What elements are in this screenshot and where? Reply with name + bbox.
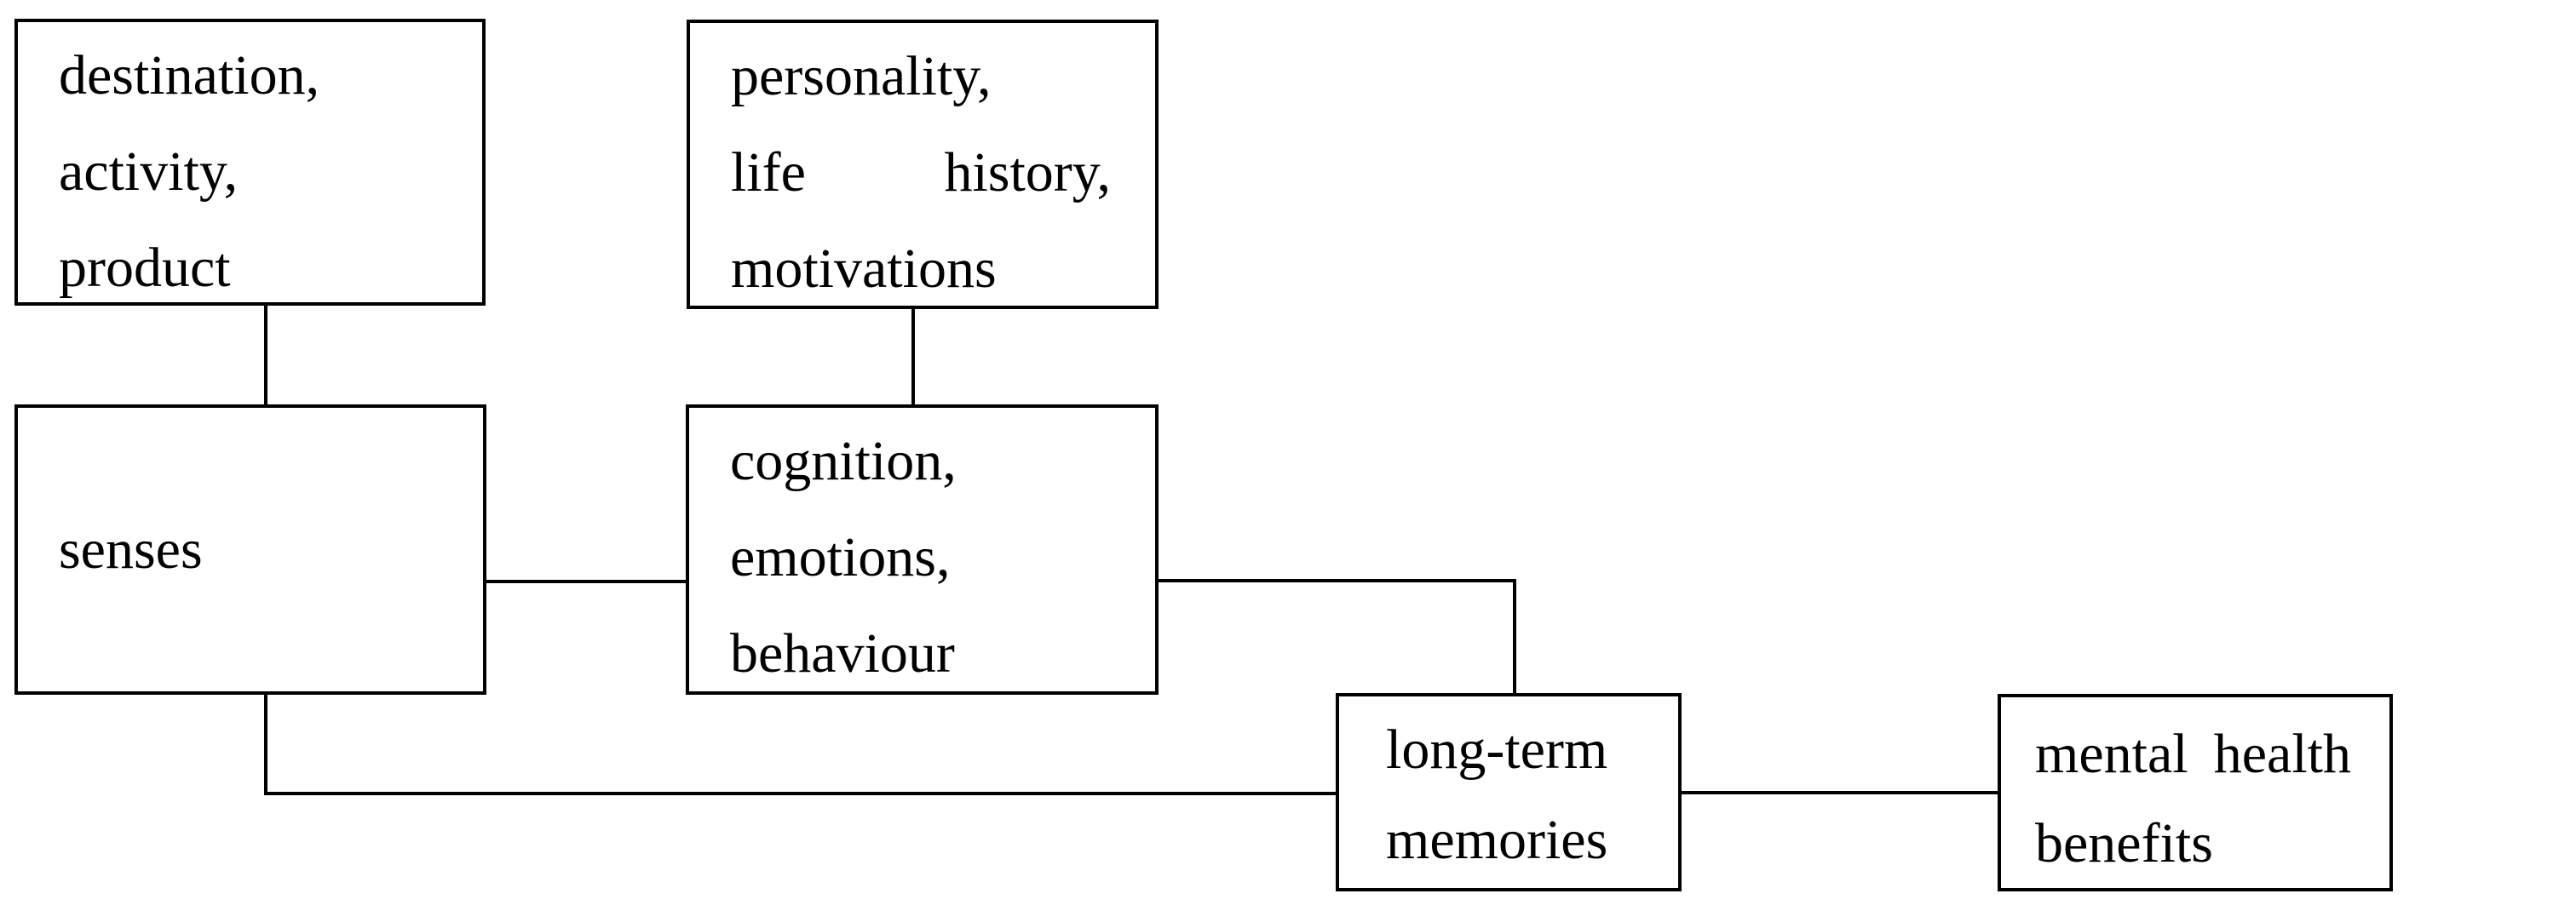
connector-senses-to-cognition	[486, 580, 687, 583]
node-text-line: behaviour	[730, 622, 955, 685]
node-text-line: senses	[59, 519, 203, 581]
node-text-line: life history,	[731, 124, 1111, 221]
node-text-line: emotions,	[730, 526, 951, 588]
node-text-word: life	[731, 141, 806, 203]
connector-longterm-to-mental	[1679, 791, 1999, 794]
node-text-line: personality,	[731, 45, 992, 107]
connector-cognition-to-longterm-vertical	[1513, 579, 1516, 695]
node-mental-health-benefits: mental health benefits	[1998, 694, 2393, 891]
node-personality-life-history-motivations: personality, life history, motivations	[687, 20, 1159, 309]
node-senses: senses	[14, 404, 486, 695]
node-cognition-emotions-behaviour: cognition, emotions, behaviour	[686, 404, 1159, 695]
connector-senses-to-longterm-vertical	[264, 693, 267, 795]
node-text-line: benefits	[2035, 812, 2213, 874]
node-text-line: destination,	[59, 44, 320, 106]
node-text-line: cognition,	[730, 430, 957, 492]
node-text-word: mental	[2035, 723, 2188, 785]
node-destination-activity-product: destination, activity, product	[14, 19, 486, 306]
node-text-line: activity,	[59, 140, 239, 203]
connector-destination-to-senses	[264, 306, 267, 406]
node-text-word: history,	[944, 141, 1111, 203]
node-text-line: motivations	[731, 238, 997, 300]
node-text-line: mental health	[2035, 709, 2351, 799]
connector-personality-to-cognition	[911, 307, 915, 406]
node-long-term-memories: long-term memories	[1336, 693, 1682, 891]
node-text-word: health	[2213, 723, 2351, 785]
node-text-line: long-term	[1386, 719, 1608, 781]
connector-senses-to-longterm-horizontal	[264, 792, 1337, 795]
node-text-line: product	[59, 237, 231, 299]
node-text-line: memories	[1386, 809, 1608, 871]
connector-cognition-to-longterm-horizontal	[1157, 579, 1516, 582]
